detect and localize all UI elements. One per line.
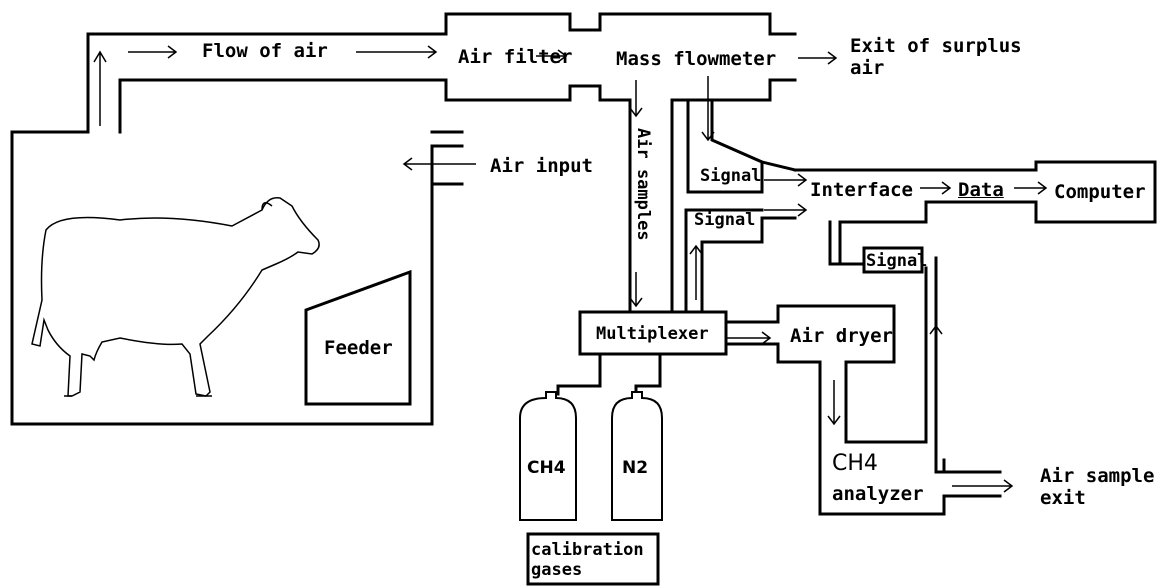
air-dryer-outline (724, 266, 928, 444)
calibration-box (526, 532, 660, 586)
analyzer-label-1: CH4 (832, 451, 878, 476)
down-arrow-icon (629, 80, 643, 118)
dryer-lower (724, 342, 822, 444)
down-arrow-icon (629, 272, 643, 308)
up-arrow-icon (929, 324, 943, 372)
duct-inner-line (118, 78, 632, 312)
multiplexer-label: Multiplexer (596, 324, 709, 344)
chamber-duct-outer (10, 12, 797, 426)
air-filter-label: Air filter (458, 46, 573, 68)
up-arrow-icon (689, 244, 703, 300)
flow-to-signal (710, 98, 764, 164)
right-arrow-icon (726, 331, 772, 345)
right-arrow-icon (128, 45, 178, 59)
air-samples-label: Air samples (633, 128, 653, 241)
analyzer-label-2: analyzer (832, 483, 924, 505)
feeder-shape (304, 269, 412, 406)
cow-icon (31, 197, 320, 397)
computer-label: Computer (1054, 181, 1146, 203)
calibration-label-line-1: calibration (531, 540, 644, 560)
air-dryer-label: Air dryer (790, 325, 893, 347)
signal-line-3a (828, 220, 866, 266)
left-arrow-icon (402, 157, 476, 171)
interface-label: Interface (810, 179, 913, 201)
duct-right-lower (670, 78, 797, 312)
signal-label-3: Signal (866, 251, 928, 271)
air-sample-exit-label-2: exit (1040, 487, 1086, 509)
feeder-label: Feeder (324, 337, 393, 359)
exit-surplus-label-2: air (850, 57, 885, 79)
flow-of-air-label: Flow of air (202, 40, 328, 62)
calibration-label-line-2: gases (531, 560, 583, 580)
down-arrow-icon (827, 380, 841, 426)
right-arrow-icon (920, 181, 952, 195)
calibration-label: calibration gases (531, 540, 659, 580)
right-arrow-icon (798, 51, 838, 65)
up-arrow-icon (93, 50, 107, 126)
n2-cylinder-icon (611, 391, 663, 521)
right-arrow-icon (952, 479, 1014, 493)
analyzer-box (818, 440, 1002, 516)
right-arrow-icon (1014, 181, 1048, 195)
air-input-label: Air input (490, 155, 593, 177)
gas-cylinder-icons (519, 391, 663, 521)
ch4-cylinder-icon (519, 391, 577, 521)
multiplexer-box (578, 310, 728, 356)
signal-box-3 (862, 246, 924, 274)
flow-arrows (93, 45, 1048, 493)
analyzer-exit-upper (934, 256, 1002, 474)
ch4-cylinder-label: CH4 (527, 458, 566, 478)
interface-computer-outline (793, 160, 1157, 266)
n2-pipe (634, 352, 662, 396)
signal-line-1 (670, 98, 797, 194)
mass-flowmeter-label: Mass flowmeter (616, 48, 777, 70)
down-arrow-icon (701, 76, 715, 142)
n2-cylinder-label: N2 (622, 458, 649, 478)
right-arrow-icon (356, 45, 438, 59)
signal-line-2b (684, 208, 764, 314)
right-arrow-icon (764, 173, 808, 187)
right-arrow-icon (536, 49, 568, 63)
signal-label-2: Signal (694, 210, 756, 230)
air-sample-exit-label-1: Air sample (1040, 465, 1155, 487)
right-arrow-icon (764, 203, 808, 217)
ch4-pipe (556, 352, 602, 396)
data-label: Data (958, 179, 1004, 201)
exit-surplus-label-1: Exit of surplus (850, 35, 1022, 57)
signal-label-1: Signal (700, 166, 762, 186)
signal-line-2 (700, 216, 797, 314)
